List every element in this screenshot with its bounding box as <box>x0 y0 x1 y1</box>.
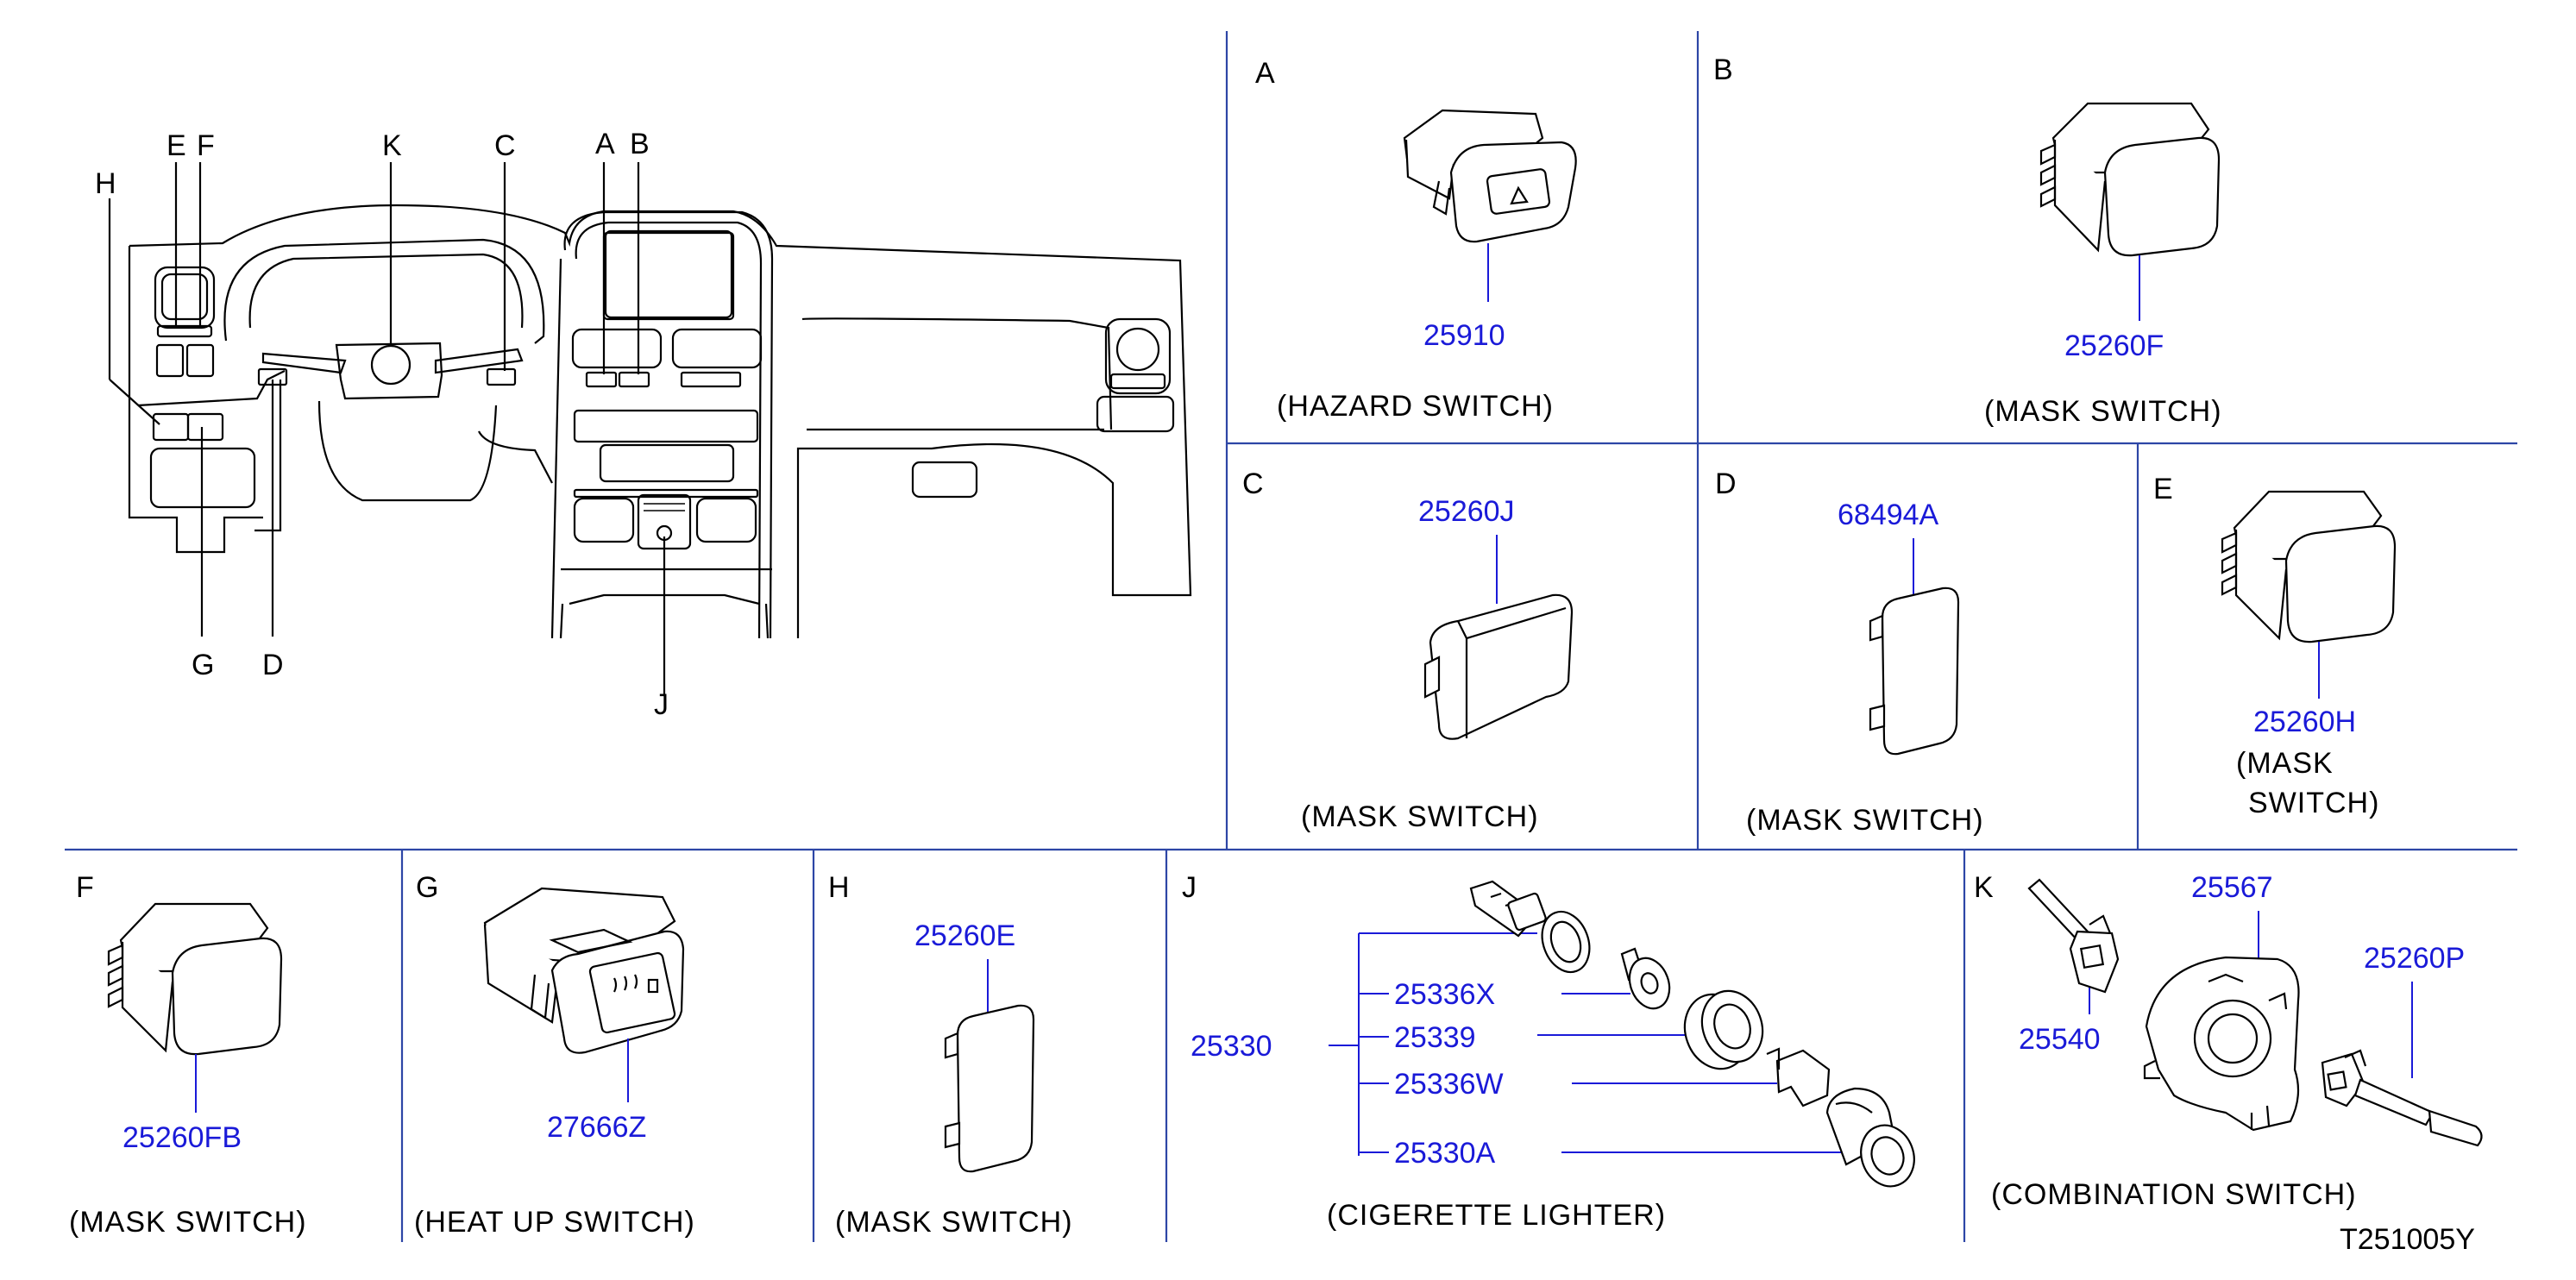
mask-switch-b-drawing <box>2039 102 2221 257</box>
panel-a: A 25910 (HAZARD SWITCH) <box>1255 57 1577 423</box>
overview-label-d: D <box>262 649 284 681</box>
part-number-25260p: 25260P <box>2364 942 2465 975</box>
heat-up-switch-drawing <box>483 887 685 1054</box>
part-number-25339: 25339 <box>1394 1021 1476 1054</box>
panel-e-caption-line2: SWITCH) <box>2248 787 2379 819</box>
mask-switch-c-drawing <box>1423 593 1574 740</box>
part-number-25260fb: 25260FB <box>123 1121 242 1154</box>
mask-switch-h-drawing <box>944 1004 1035 1173</box>
panel-c-caption: (MASK SWITCH) <box>1301 800 1539 833</box>
overview-label-e: E <box>166 129 186 162</box>
panel-c-letter: C <box>1242 467 1264 500</box>
panel-j-letter: J <box>1182 871 1197 904</box>
overview-label-c: C <box>494 129 516 162</box>
part-number-25540: 25540 <box>2019 1023 2101 1056</box>
panel-j-caption: (CIGERETTE LIGHTER) <box>1327 1199 1666 1232</box>
part-number-25260h: 25260H <box>2253 706 2356 738</box>
part-number-25260j: 25260J <box>1418 495 1515 528</box>
panel-k: K 25567 25540 25260P (COMBINATION <box>1974 871 2483 1256</box>
panel-e: E 25260H (MASK SWITCH) <box>2153 473 2397 819</box>
panel-f-letter: F <box>76 871 94 904</box>
part-number-27666z: 27666Z <box>547 1111 646 1144</box>
overview-label-j: J <box>654 688 669 721</box>
panel-h: H 25260E (MASK SWITCH) <box>828 871 1073 1239</box>
panel-g-letter: G <box>416 871 438 904</box>
diagram-code: T251005Y <box>2340 1223 2475 1256</box>
panel-c: C 25260J (MASK SWITCH) <box>1242 467 1574 833</box>
cigarette-lighter-drawing <box>1469 880 1915 1188</box>
panel-j: J 25330 25336X 25339 25336W 25330A <box>1182 871 1915 1232</box>
part-leader-bracket <box>1329 932 1846 1156</box>
part-number-25336x: 25336X <box>1394 978 1495 1011</box>
panel-d-letter: D <box>1715 467 1737 500</box>
overview-label-h: H <box>95 167 116 200</box>
panel-b: B 25260F (MASK SWITCH) <box>1713 53 2222 428</box>
panel-f-caption: (MASK SWITCH) <box>69 1206 307 1239</box>
panel-f: F 25260FB (MASK SWITCH) <box>69 871 307 1239</box>
part-number-25330: 25330 <box>1191 1030 1272 1063</box>
part-number-25336w: 25336W <box>1394 1068 1504 1101</box>
overview-leader-lines <box>108 162 666 695</box>
panel-k-letter: K <box>1974 871 1994 904</box>
part-number-25567: 25567 <box>2191 871 2273 904</box>
part-number-25260e: 25260E <box>914 919 1015 952</box>
panel-k-caption: (COMBINATION SWITCH) <box>1991 1178 2357 1211</box>
panel-d: D 68494A (MASK SWITCH) <box>1715 467 1984 837</box>
overview-label-b: B <box>630 128 650 160</box>
dashboard-overview <box>128 204 1192 639</box>
panel-h-caption: (MASK SWITCH) <box>835 1206 1073 1239</box>
panel-g: G 27666Z (HEAT UP SWITCH) <box>414 871 695 1239</box>
mask-switch-f-drawing <box>107 902 283 1056</box>
panel-g-caption: (HEAT UP SWITCH) <box>414 1206 695 1239</box>
mask-switch-d-drawing <box>1869 587 1960 756</box>
overview-label-g: G <box>192 649 214 681</box>
panel-b-letter: B <box>1713 53 1733 86</box>
panel-e-letter: E <box>2153 473 2173 505</box>
panel-h-letter: H <box>828 871 850 904</box>
overview-label-k: K <box>382 129 402 162</box>
panel-a-caption: (HAZARD SWITCH) <box>1277 390 1554 423</box>
part-number-25910: 25910 <box>1423 319 1505 352</box>
combination-switch-drawing <box>2027 878 2483 1147</box>
overview-label-a: A <box>595 128 615 160</box>
panel-e-caption-line1: (MASK <box>2236 747 2334 780</box>
part-number-25330a: 25330A <box>1394 1137 1496 1170</box>
part-number-68494a: 68494A <box>1838 499 1939 531</box>
panel-frame <box>65 31 2517 1242</box>
mask-switch-e-drawing <box>2221 490 2397 643</box>
overview-label-f: F <box>197 129 215 162</box>
hazard-switch-drawing <box>1403 109 1577 243</box>
panel-b-caption: (MASK SWITCH) <box>1984 395 2222 428</box>
panel-d-caption: (MASK SWITCH) <box>1746 804 1984 837</box>
part-number-25260f: 25260F <box>2064 329 2164 362</box>
panel-a-letter: A <box>1255 57 1275 90</box>
